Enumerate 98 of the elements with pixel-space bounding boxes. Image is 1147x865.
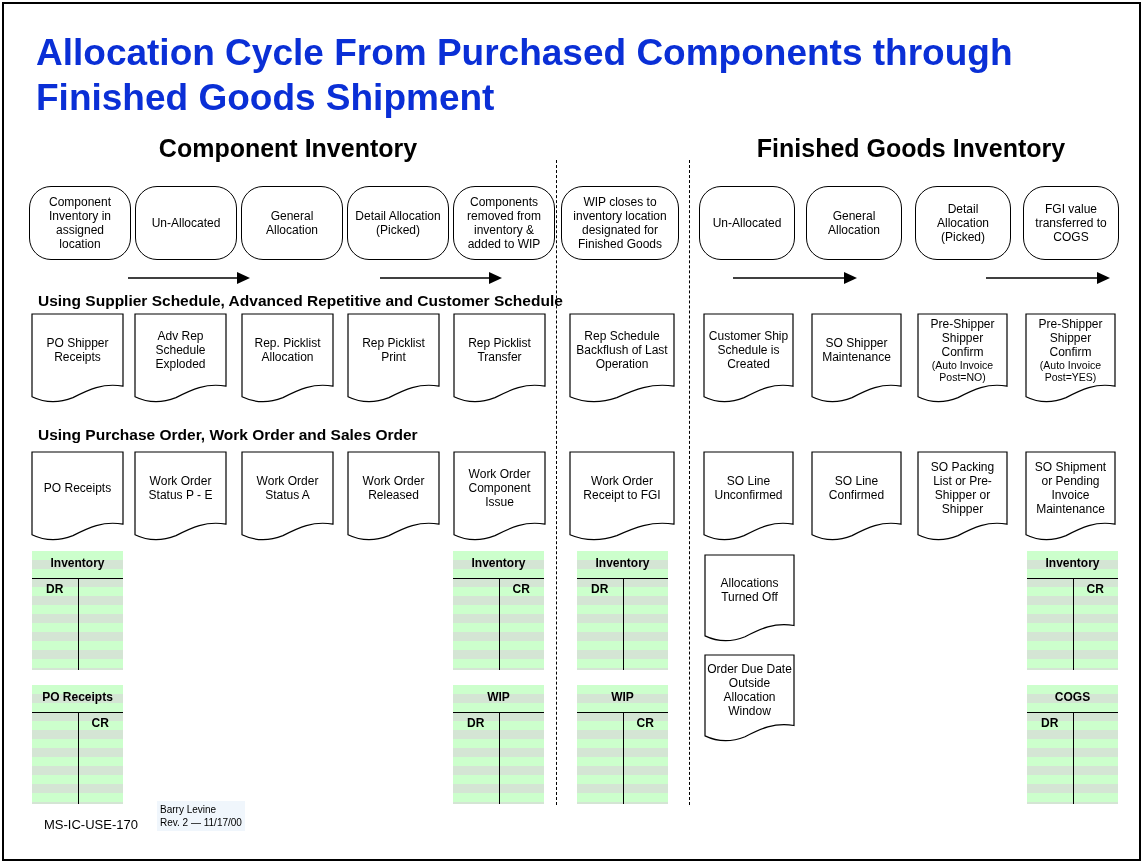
account-side: DR bbox=[591, 582, 609, 596]
diagram-title: Allocation Cycle From Purchased Components through Finished Goods Shipment bbox=[36, 31, 1014, 120]
node-text: SO Line Confirmed bbox=[827, 474, 886, 503]
document-shape bbox=[570, 452, 674, 540]
node-text: Allocations Turned Off bbox=[719, 576, 780, 605]
node-text: PO Shipper Receipts bbox=[45, 336, 110, 365]
node-text: Rep. Picklist Allocation bbox=[253, 336, 322, 365]
node-text: Rep Picklist Print bbox=[361, 336, 426, 365]
document-code: MS-IC-USE-170 bbox=[44, 817, 138, 832]
document-shape bbox=[242, 452, 333, 540]
node-text: General Allocation bbox=[265, 209, 319, 237]
document-shape bbox=[32, 452, 123, 540]
author-name: Barry Levine bbox=[160, 803, 218, 816]
account-title: PO Receipts bbox=[41, 690, 114, 704]
node-text: SO Shipper Maintenance bbox=[821, 336, 892, 365]
node-text: (Auto Invoice Post=YES) bbox=[1038, 359, 1103, 384]
document-shape bbox=[348, 452, 439, 540]
document-shape bbox=[1026, 314, 1115, 402]
node-text: Order Due Date Outside Allocation Window bbox=[707, 662, 792, 719]
node-text: Detail Allocation (Picked) bbox=[936, 202, 990, 244]
t-account bbox=[32, 685, 123, 804]
document-shape bbox=[454, 452, 545, 540]
node-text: SO Shipment or Pending Invoice Maintenance bbox=[1033, 460, 1108, 517]
t-account bbox=[1027, 685, 1118, 804]
account-side: CR bbox=[512, 582, 530, 596]
document-shape bbox=[454, 314, 545, 402]
revision-text: Rev. 2 — 11/17/00 bbox=[160, 816, 242, 829]
t-account bbox=[453, 551, 544, 670]
account-title: Inventory bbox=[49, 556, 106, 570]
node-text: Un-Allocated bbox=[151, 216, 221, 230]
document-shape bbox=[918, 314, 1007, 402]
account-side: DR bbox=[467, 716, 485, 730]
account-side: DR bbox=[46, 582, 64, 596]
rounded-box bbox=[453, 186, 555, 260]
document-shape bbox=[1026, 452, 1115, 540]
rounded-box bbox=[135, 186, 237, 260]
row-heading: Using Purchase Order, Work Order and Sales Order bbox=[38, 426, 418, 444]
section-heading: Component Inventory bbox=[158, 134, 418, 163]
rounded-box bbox=[1023, 186, 1119, 260]
node-text: Work Order Receipt to FGI bbox=[582, 474, 662, 503]
rounded-box bbox=[561, 186, 679, 260]
document-shape bbox=[705, 655, 794, 741]
document-shape bbox=[135, 452, 226, 540]
rounded-box bbox=[806, 186, 902, 260]
account-title: Inventory bbox=[1044, 556, 1101, 570]
document-shape bbox=[918, 452, 1007, 540]
document-shape bbox=[135, 314, 226, 402]
node-text: Work Order Component Issue bbox=[467, 467, 532, 510]
account-side: CR bbox=[636, 716, 654, 730]
node-text: Work Order Released bbox=[361, 474, 426, 503]
t-account bbox=[453, 685, 544, 804]
document-shape bbox=[242, 314, 333, 402]
t-account bbox=[32, 551, 123, 670]
account-title: WIP bbox=[610, 690, 635, 704]
node-text: Rep Schedule Backflush of Last Operation bbox=[575, 329, 669, 372]
account-side: CR bbox=[91, 716, 109, 730]
row-heading: Using Supplier Schedule, Advanced Repetitive and Customer Schedule bbox=[38, 292, 563, 310]
node-text: Adv Rep Schedule Exploded bbox=[154, 329, 207, 372]
t-account bbox=[577, 685, 668, 804]
account-side: DR bbox=[1041, 716, 1059, 730]
node-text: Customer Ship Schedule is Created bbox=[707, 329, 790, 372]
node-text: Pre-Shipper Shipper Confirm bbox=[1037, 317, 1104, 360]
document-shape bbox=[32, 314, 123, 402]
node-text: Rep Picklist Transfer bbox=[467, 336, 532, 365]
account-title: Inventory bbox=[594, 556, 651, 570]
account-side: CR bbox=[1086, 582, 1104, 596]
document-shape bbox=[704, 452, 793, 540]
document-shape bbox=[705, 555, 794, 641]
node-text: Components removed from inventory & added to WIP bbox=[466, 195, 542, 251]
node-text: Detail Allocation (Picked) bbox=[354, 209, 442, 237]
node-text: Un-Allocated bbox=[712, 216, 782, 230]
node-text: SO Packing List or Pre-Shipper or Shipper bbox=[929, 460, 996, 517]
document-shape bbox=[348, 314, 439, 402]
document-shape bbox=[812, 314, 901, 402]
node-text: Work Order Status P - E bbox=[147, 474, 214, 503]
node-text: Component Inventory in assigned location bbox=[47, 195, 112, 251]
section-heading: Finished Goods Inventory bbox=[756, 134, 1066, 163]
document-shape bbox=[570, 314, 674, 402]
rounded-box bbox=[699, 186, 795, 260]
account-title: COGS bbox=[1053, 690, 1092, 704]
rounded-box bbox=[347, 186, 449, 260]
node-text: WIP closes to inventory location designated for Finished Goods bbox=[572, 195, 668, 251]
t-account bbox=[577, 551, 668, 670]
node-text: (Auto Invoice Post=NO) bbox=[930, 359, 995, 384]
t-account bbox=[1027, 551, 1118, 670]
document-shape bbox=[812, 452, 901, 540]
node-text: SO Line Unconfirmed bbox=[713, 474, 784, 503]
node-text: Pre-Shipper Shipper Confirm bbox=[929, 317, 996, 360]
node-text: Work Order Status A bbox=[255, 474, 320, 503]
account-title: Inventory bbox=[470, 556, 527, 570]
account-title: WIP bbox=[486, 690, 511, 704]
document-shape bbox=[704, 314, 793, 402]
node-text: FGI value transferred to COGS bbox=[1034, 202, 1108, 244]
node-text: General Allocation bbox=[827, 209, 881, 237]
node-text: PO Receipts bbox=[43, 481, 112, 496]
rounded-box bbox=[29, 186, 131, 260]
rounded-box bbox=[915, 186, 1011, 260]
rounded-box bbox=[241, 186, 343, 260]
